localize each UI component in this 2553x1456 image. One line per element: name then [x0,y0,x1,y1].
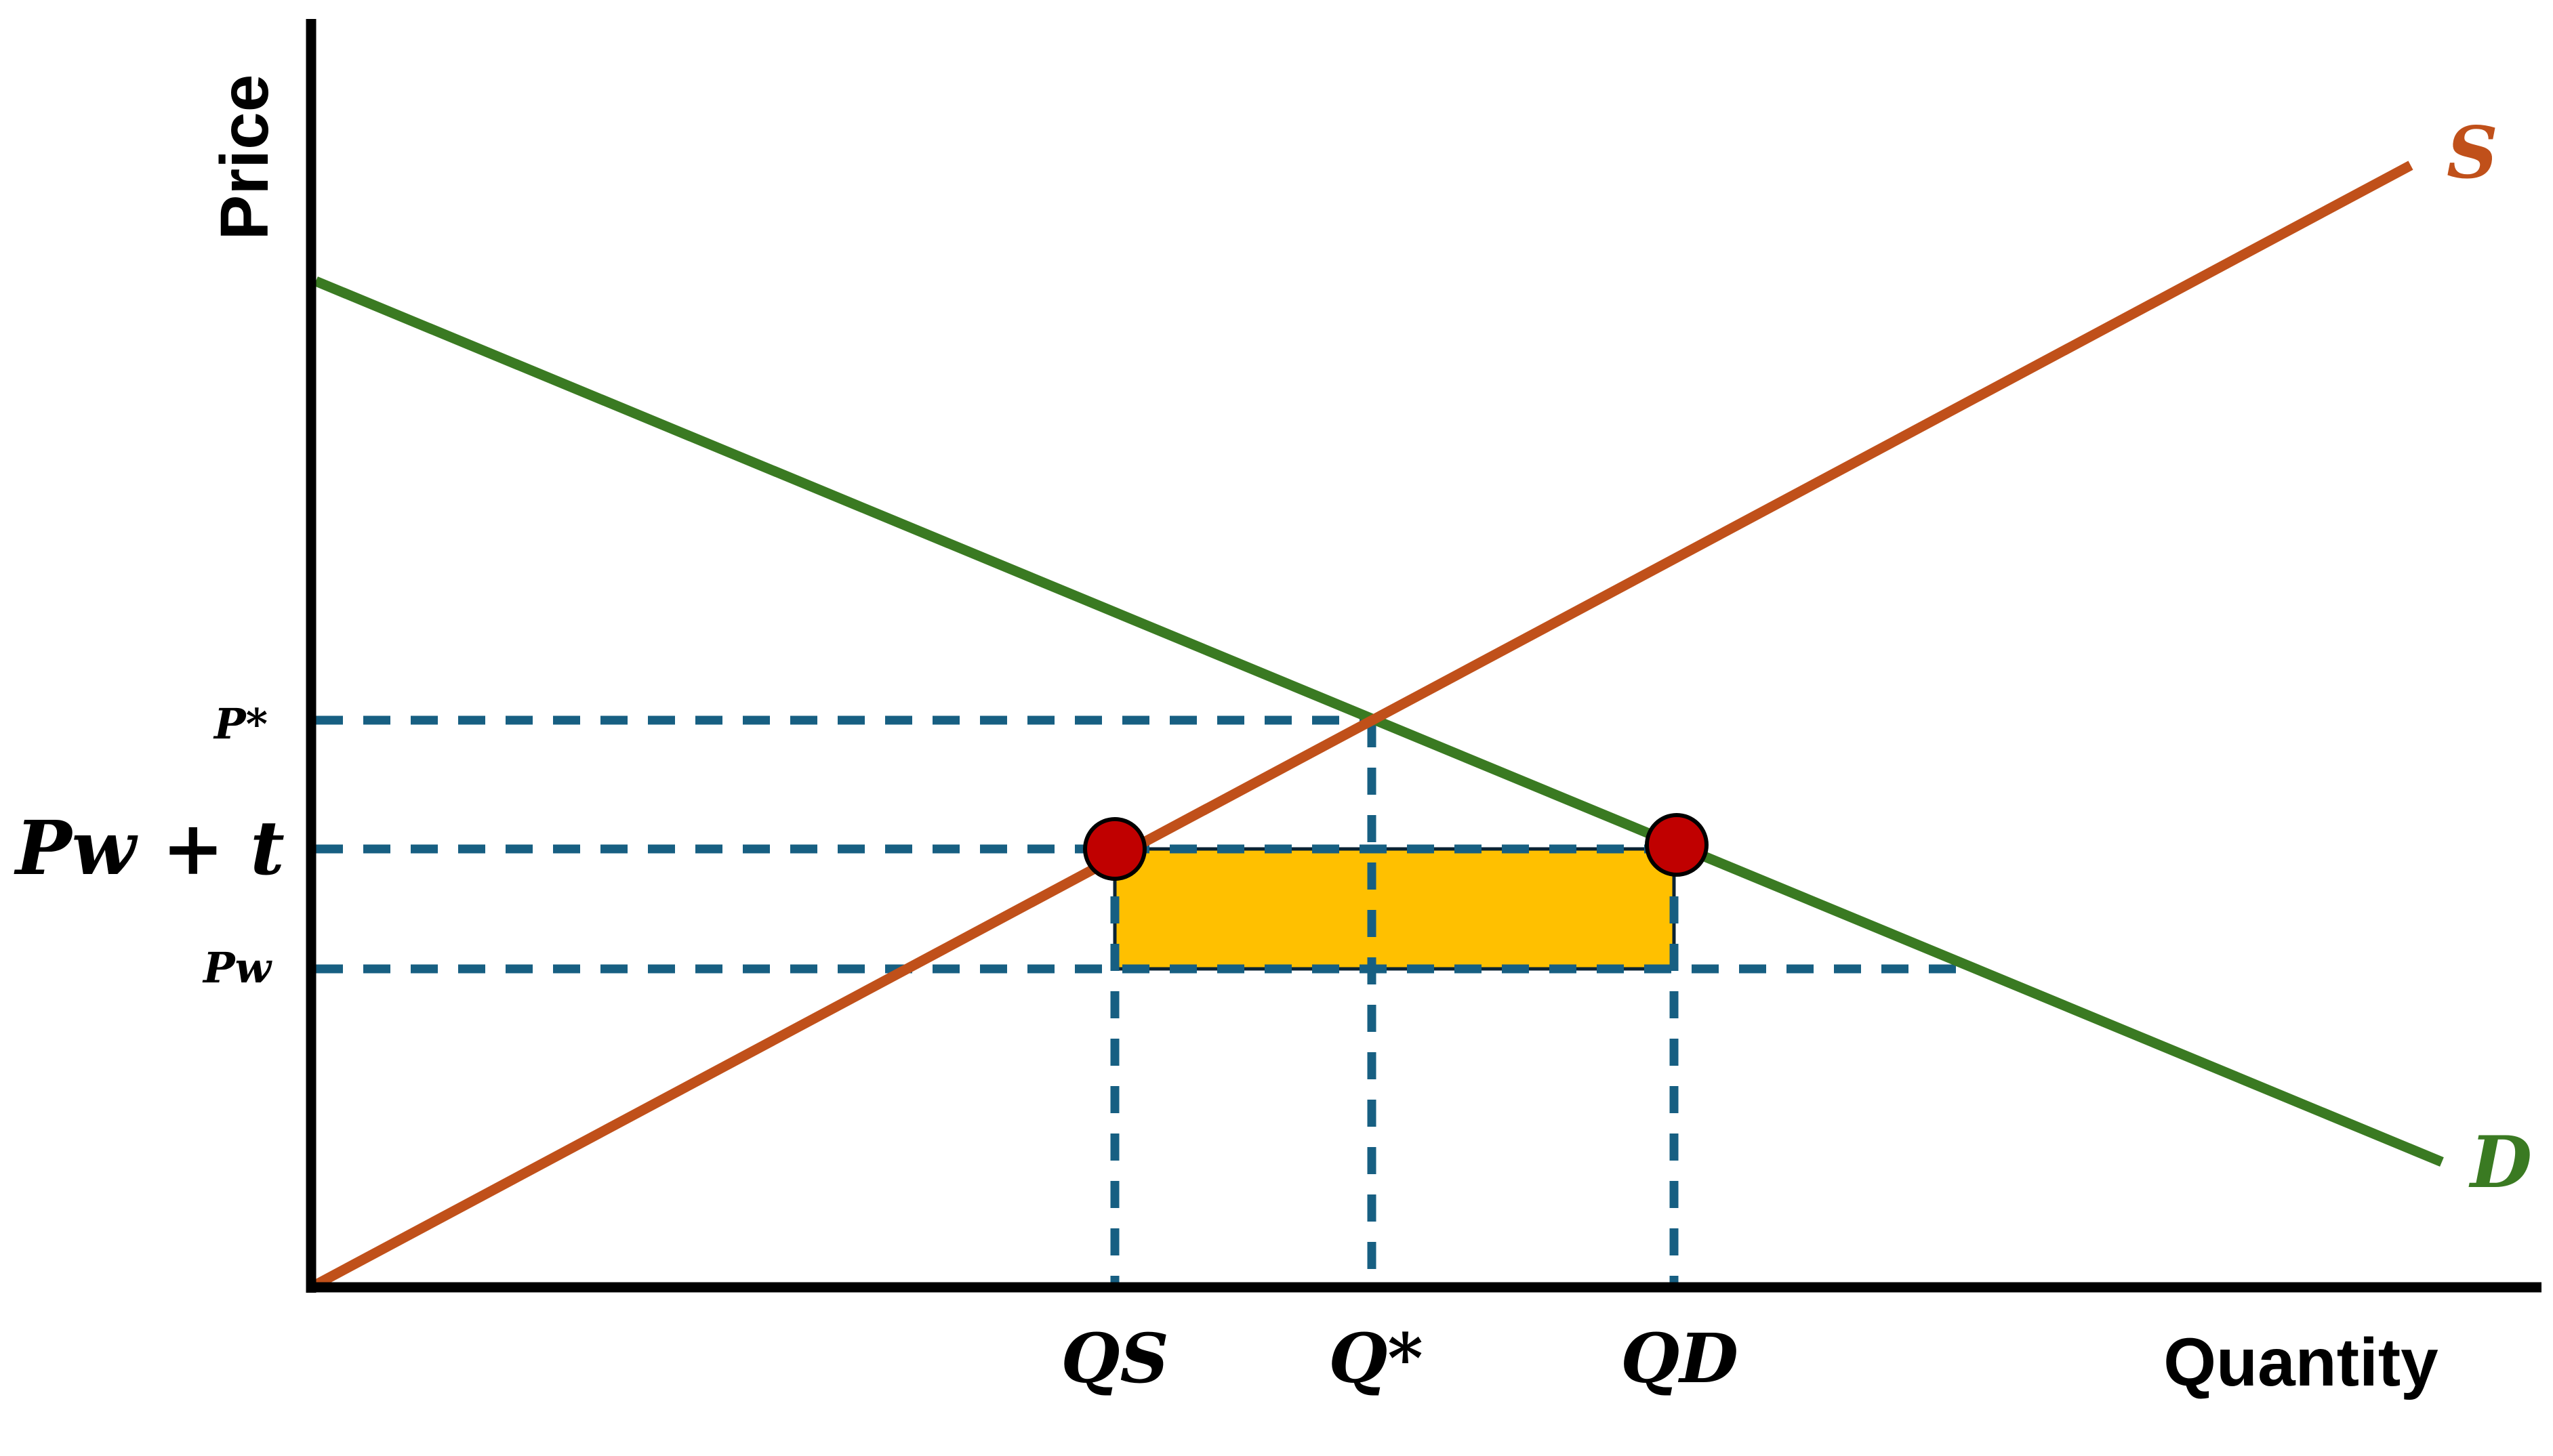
x-axis-label: Quantity [2163,1325,2438,1400]
q-star-label: Q* [1328,1318,1423,1398]
tariff-revenue-area [1113,847,1676,971]
pw-label: Pw [202,943,273,993]
p-star-label: P* [213,699,268,749]
demand-label: D [2468,1120,2532,1204]
supply-curve [308,161,2413,1292]
pw-plus-t-label: Pw + t [14,804,285,892]
qd-label: QD [1620,1318,1738,1398]
qs-label: QS [1061,1318,1168,1398]
qd-point [1645,813,1709,877]
y-axis-label: Price [207,75,283,241]
qs-point [1083,817,1147,881]
supply-label: S [2447,110,2498,194]
